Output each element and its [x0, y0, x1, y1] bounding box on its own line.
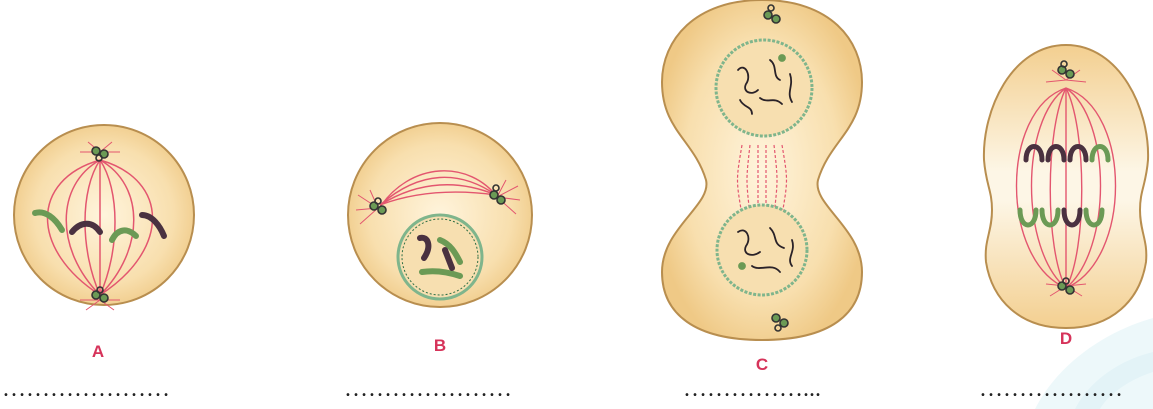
label-b: B [434, 336, 446, 355]
cell-b-nuclear-envelope [398, 215, 482, 299]
answer-blank-c[interactable]: ……………... [683, 376, 821, 403]
answer-blank-a[interactable]: ………………… [2, 376, 170, 403]
cell-c-nucleus-top [716, 40, 812, 136]
label-c: C [756, 355, 768, 374]
cell-c-nucleus-bottom [717, 205, 807, 295]
cell-d-anaphase: D [984, 45, 1148, 348]
label-d: D [1060, 329, 1072, 348]
label-a: A [92, 342, 104, 361]
answer-blank-b[interactable]: ………………… [344, 376, 512, 403]
answer-blank-d[interactable]: ……………… [979, 376, 1123, 403]
cell-b-prophase: B [348, 123, 532, 355]
cell-a-metaphase: A [14, 125, 194, 361]
cell-c-telophase: C [662, 0, 862, 374]
